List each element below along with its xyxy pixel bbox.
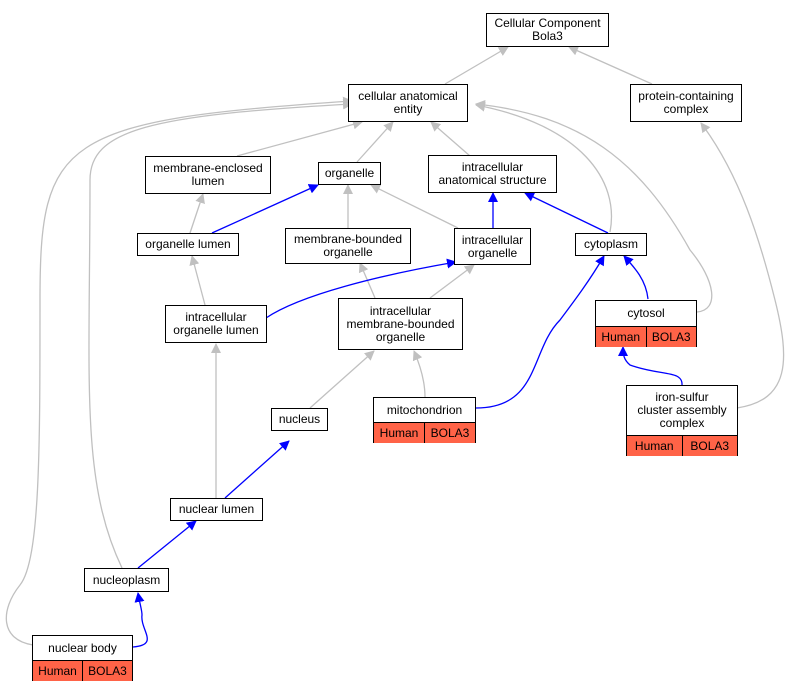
node-nucleus[interactable]: nucleus (271, 408, 328, 431)
node-label-line: entity (393, 102, 423, 116)
node-label-line: mitochondrion (386, 402, 463, 417)
edge-nbody-nucleoplasm (132, 592, 148, 648)
node-label-line: organelle lumen (173, 323, 259, 337)
edge-nucleus-imbo (309, 350, 375, 409)
edge-ias-cae (430, 121, 471, 157)
node-label-line: membrane-enclosed (153, 161, 263, 175)
node-organelle[interactable]: organelle (318, 162, 381, 185)
edge-fesc-cytosol (618, 346, 683, 386)
node-label-line: organelle (324, 166, 375, 180)
node-iron-sulfur-cluster-assembly-complex[interactable]: iron-sulfur cluster assembly complex Hum… (626, 385, 738, 456)
edge-nlumen-nucleus (224, 440, 290, 499)
annotation-species: Human (38, 663, 77, 678)
annotation-species: Human (601, 329, 641, 344)
node-label-line: complex (659, 416, 705, 430)
edge-cytosol-cytoplasm (623, 255, 649, 300)
node-nucleoplasm[interactable]: nucleoplasm (84, 568, 169, 592)
node-label-line: nuclear body (48, 640, 117, 655)
edge-nbody-cae (5, 96, 353, 646)
node-label-line: nucleoplasm (92, 572, 161, 587)
node-intracellular-organelle[interactable]: intracellular organelle (454, 228, 531, 265)
edge-cytoplasm-cae (475, 101, 613, 233)
node-nuclear-body[interactable]: nuclear body Human BOLA3 (32, 635, 133, 681)
edge-mito-cytoplasm (475, 255, 605, 409)
edge-orglumen-mel (189, 193, 205, 234)
node-label-line: intracellular (461, 160, 524, 174)
node-label-line: Bola3 (532, 29, 563, 43)
annotation-row: Human BOLA3 (627, 436, 737, 456)
annotation-gene: BOLA3 (681, 436, 738, 456)
node-label-line: complex (663, 102, 709, 116)
node-label-line: cellular anatomical (358, 89, 458, 103)
annotation-species: Human (379, 425, 419, 440)
node-label-line: Cellular Component (494, 16, 601, 30)
node-cellular-component-bola3[interactable]: Cellular Component Bola3 (486, 13, 609, 47)
edge-pcc-root (568, 46, 653, 85)
edge-mito-imbo (412, 350, 426, 398)
node-label-line: nucleus (278, 412, 321, 426)
annotation-row: Human BOLA3 (374, 423, 475, 443)
edge-iol-io (265, 258, 457, 319)
node-label-line: organelle (467, 245, 518, 260)
node-label-line: protein-containing (638, 89, 734, 103)
node-label-line: membrane-bounded (293, 232, 403, 246)
node-organelle-lumen[interactable]: organelle lumen (137, 233, 239, 256)
node-cellular-anatomical-entity[interactable]: cellular anatomical entity (348, 84, 468, 122)
node-intracellular-membrane-bounded-organelle[interactable]: intracellular membrane-bounded organelle (338, 298, 463, 350)
annotation-row: Human BOLA3 (596, 327, 696, 347)
edge-nucleoplasm-cae (88, 99, 353, 569)
node-title: nuclear body (33, 636, 132, 661)
node-title: cytosol (596, 301, 696, 327)
node-protein-containing-complex[interactable]: protein-containing complex (630, 84, 742, 122)
node-membrane-bounded-organelle[interactable]: membrane-bounded organelle (285, 228, 411, 264)
node-label-line: anatomical structure (438, 173, 547, 187)
edge-nucleoplasm-nlumen (137, 520, 197, 569)
node-label-line: intracellular (369, 303, 432, 318)
edge-io-organelle (370, 184, 459, 229)
edge-fesc-pcc (700, 122, 785, 409)
edge-cae-root (444, 46, 509, 85)
annotation-row: Human BOLA3 (33, 661, 132, 681)
node-title: mitochondrion (374, 398, 475, 423)
node-label-line: organelle (323, 245, 373, 259)
edge-cytosol-cae (475, 99, 713, 313)
edge-mel-cae (236, 119, 363, 157)
node-label-line: cytoplasm (583, 237, 639, 251)
node-intracellular-organelle-lumen[interactable]: intracellular organelle lumen (165, 305, 267, 343)
node-mitochondrion[interactable]: mitochondrion Human BOLA3 (373, 397, 476, 443)
node-cytosol[interactable]: cytosol Human BOLA3 (595, 300, 697, 347)
node-cytoplasm[interactable]: cytoplasm (575, 233, 647, 256)
node-label-line: cluster assembly (637, 403, 727, 417)
annotation-gene: BOLA3 (645, 327, 697, 347)
edge-orglumen-organelle (211, 184, 319, 234)
edge-iol-orglumen (189, 255, 206, 306)
node-title: iron-sulfur cluster assembly complex (627, 386, 737, 436)
node-label-line: intracellular (461, 232, 524, 247)
annotation-gene: BOLA3 (424, 423, 475, 443)
node-label-line: intracellular (185, 310, 247, 324)
node-label-line: lumen (191, 174, 225, 188)
annotation-species: Human (634, 438, 674, 453)
node-label-line: organelle lumen (145, 237, 231, 251)
node-label-line: cytosol (627, 306, 665, 320)
node-label-line: membrane-bounded (346, 316, 455, 331)
edge-organelle-cae (356, 121, 394, 163)
node-label-line: nuclear lumen (178, 502, 255, 516)
node-label-line: organelle (375, 329, 426, 344)
node-nuclear-lumen[interactable]: nuclear lumen (170, 498, 263, 521)
node-intracellular-anatomical-structure[interactable]: intracellular anatomical structure (428, 155, 557, 193)
node-label-line: iron-sulfur (655, 390, 709, 404)
annotation-gene: BOLA3 (82, 661, 132, 681)
node-membrane-enclosed-lumen[interactable]: membrane-enclosed lumen (145, 156, 271, 194)
edge-cytoplasm-ias (524, 192, 609, 234)
edge-imbo-io (429, 264, 475, 299)
